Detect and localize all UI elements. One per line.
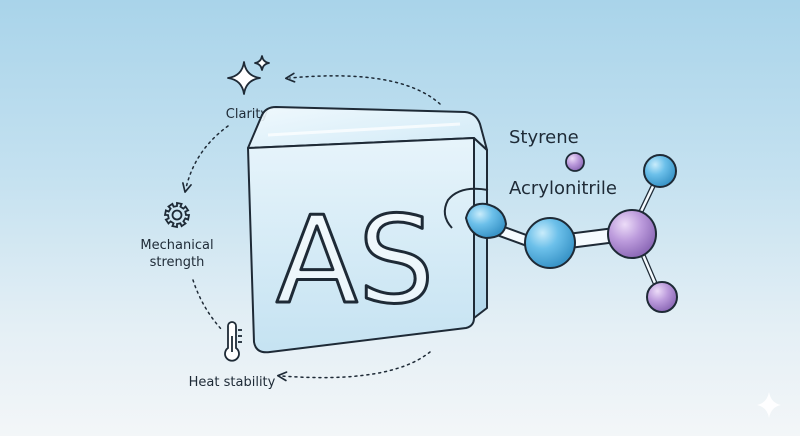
arrow-to-mechanical [182,125,229,193]
property-cycle-arrows [182,72,441,382]
arrow-to-heat [192,279,223,331]
sparkle-icon [227,55,270,95]
arrow-to-clarity [284,72,441,105]
cube-label-as: AS [276,192,434,331]
label-mechanical-line2: strength [150,255,205,270]
label-acrylonitrile: Acrylonitrile [509,178,617,199]
cube-front-face [247,137,475,354]
droplet-atom [464,202,508,240]
molecule [464,152,678,313]
label-clarity: Clarity [226,107,269,122]
atom-purple-center [607,209,657,259]
swirl-connector [443,187,489,229]
as-cube [247,106,488,354]
label-mechanical-line1: Mechanical [140,238,213,253]
atom-blue-center [524,217,576,269]
label-styrene: Styrene [509,127,579,148]
watermark-sparkle-icon [757,392,781,418]
atom-blue-top [643,154,677,188]
thermometer-icon [224,321,242,362]
atom-purple-bottom [646,281,678,313]
arrow-from-heat [276,351,431,382]
label-heat-stability: Heat stability [189,375,276,390]
atom-purple-small [565,152,585,172]
gear-icon [163,201,191,229]
